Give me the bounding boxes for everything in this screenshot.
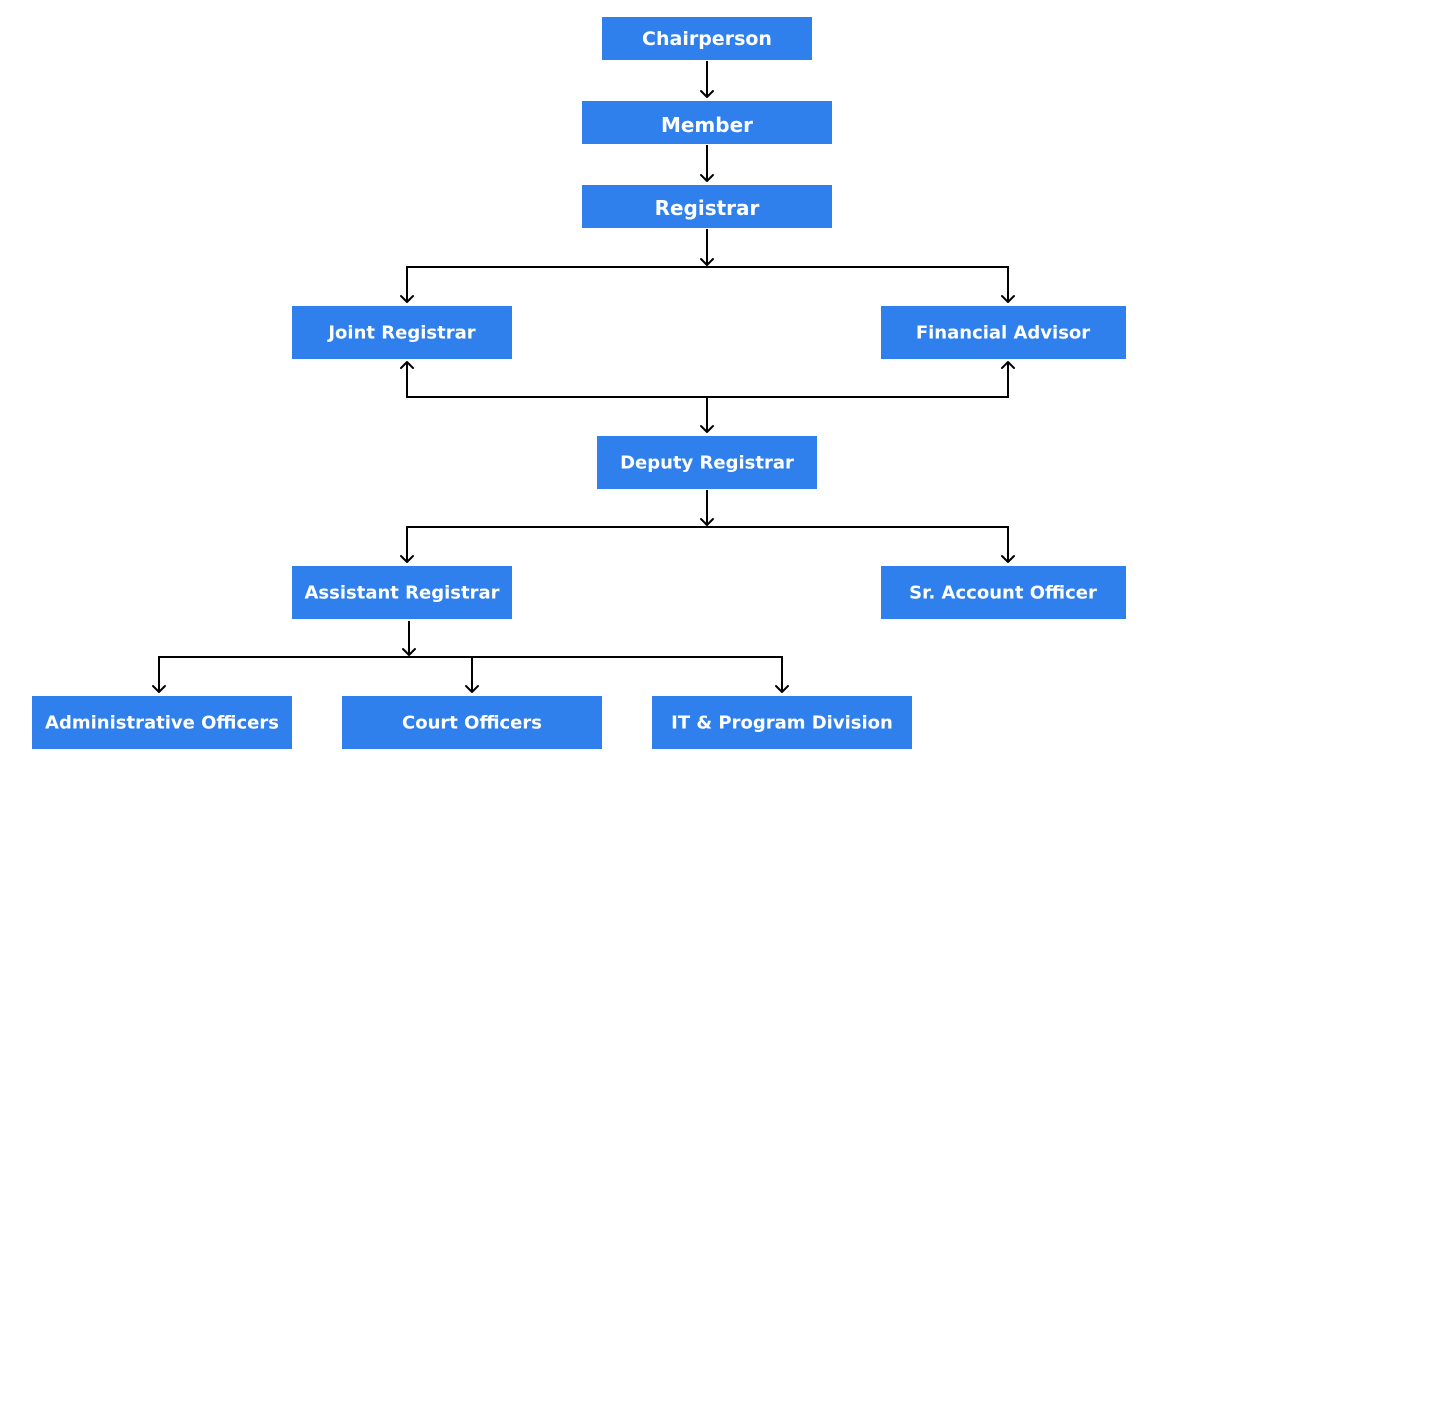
node-box [597,436,817,489]
node-label: Member [661,113,753,137]
node-box [881,306,1126,359]
node-label: Court Officers [402,713,542,734]
node-financial-advisor: Financial Advisor [881,306,1126,359]
arrowhead-down-icon [1001,555,1015,563]
arrowhead-down-icon [400,555,414,563]
node-sr-account-officer: Sr. Account Officer [881,566,1126,619]
arrowhead-up-icon [400,361,414,369]
node-box [582,101,832,144]
node-label: IT & Program Division [671,713,893,734]
node-administrative-officers: Administrative Officers [32,696,292,749]
node-box [652,696,912,749]
arrowhead-down-icon [152,685,166,693]
node-box [292,306,512,359]
arrowhead-down-icon [775,685,789,693]
arrowhead-down-icon [400,295,414,303]
arrowhead-down-icon [700,90,714,98]
node-deputy-registrar: Deputy Registrar [597,436,817,489]
arrowhead-down-icon [465,685,479,693]
node-label: Chairperson [642,28,772,50]
node-member: Member [582,101,832,144]
node-court-officers: Court Officers [342,696,602,749]
arrowhead-down-icon [700,258,714,266]
node-label: Financial Advisor [916,323,1090,344]
node-label: Registrar [655,196,760,220]
node-joint-registrar: Joint Registrar [292,306,512,359]
connector-registrar-branch [406,229,1009,302]
node-box [582,185,832,228]
node-box [602,17,812,60]
connector-deputy-upper-branch [406,362,1009,432]
node-chairperson: Chairperson [602,17,812,60]
node-box [342,696,602,749]
node-label: Assistant Registrar [304,583,499,604]
node-label: Deputy Registrar [620,453,794,474]
arrowhead-down-icon [1001,295,1015,303]
arrowhead-down-icon [700,518,714,526]
arrowhead-down-icon [700,174,714,182]
node-label: Sr. Account Officer [909,583,1097,604]
node-box [292,566,512,619]
connector-deputy-lower-branch [406,490,1009,562]
node-box [32,696,292,749]
node-registrar: Registrar [582,185,832,228]
arrowhead-up-icon [1001,361,1015,369]
node-it-program-division: IT & Program Division [652,696,912,749]
arrowhead-down-icon [402,648,416,656]
connector-assistant-branch [158,621,783,692]
arrowhead-down-icon [700,425,714,433]
node-assistant-registrar: Assistant Registrar [292,566,512,619]
node-box [881,566,1126,619]
node-label: Joint Registrar [326,323,475,344]
node-label: Administrative Officers [45,713,279,734]
connectors [152,61,1015,693]
